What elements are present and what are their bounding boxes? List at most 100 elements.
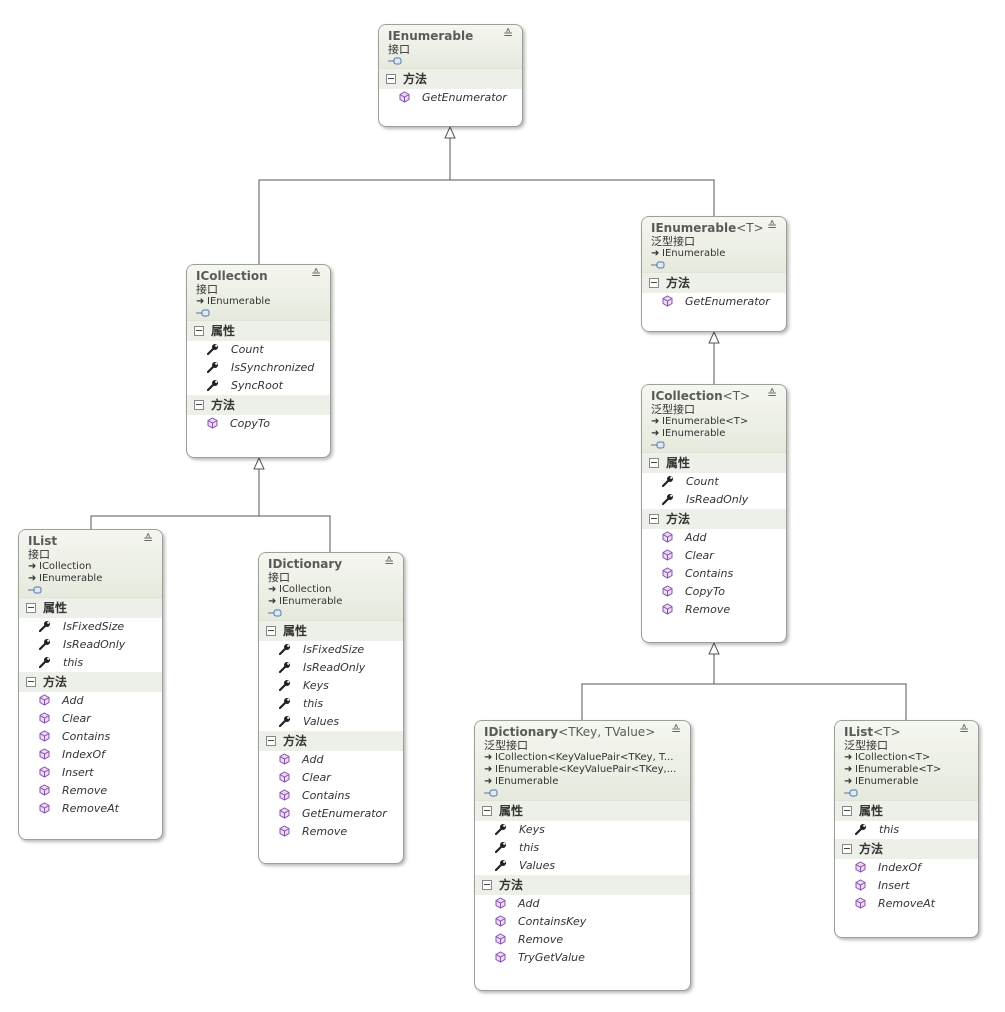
chevron-double-up-icon[interactable]: ≙ [766,219,777,233]
method-item[interactable]: Remove [642,601,786,619]
class-box-icollection-t[interactable]: ICollection<T>≙泛型接口➜IEnumerable<T>➜IEnum… [641,384,787,643]
property-item[interactable]: IsReadOnly [19,636,162,654]
method-item[interactable]: Insert [835,877,978,895]
class-box-idictionary-tkey-tvalue[interactable]: IDictionary<TKey, TValue>≙泛型接口➜ICollecti… [474,720,691,991]
method-item[interactable]: Insert [19,764,162,782]
property-item[interactable]: Keys [259,677,403,695]
method-item[interactable]: GetEnumerator [259,805,403,823]
arrow-right-icon: ➜ [196,296,205,307]
minus-box-icon[interactable] [26,603,36,613]
section-methods[interactable]: 方法 [379,69,522,89]
method-item[interactable]: Contains [19,728,162,746]
minus-box-icon[interactable] [649,514,659,524]
section-methods[interactable]: 方法 [187,395,330,415]
inherit-arrowhead [708,330,720,344]
section-methods[interactable]: 方法 [835,839,978,859]
minus-box-icon[interactable] [649,458,659,468]
stereotype-label: 泛型接口 [651,235,695,248]
minus-box-icon[interactable] [194,400,204,410]
minus-box-icon[interactable] [482,880,492,890]
cube-icon [495,951,506,963]
property-item[interactable]: SyncRoot [187,377,330,395]
section-properties[interactable]: 属性 [259,621,403,641]
method-item[interactable]: RemoveAt [835,895,978,913]
lollipop-icon [268,609,282,617]
chevron-double-up-icon[interactable]: ≙ [670,723,681,737]
class-title: ICollection<T> [651,389,751,403]
method-item[interactable]: Add [259,751,403,769]
section-methods[interactable]: 方法 [642,509,786,529]
method-item[interactable]: Clear [19,710,162,728]
method-item[interactable]: Contains [642,565,786,583]
method-item[interactable]: Remove [259,823,403,841]
chevron-double-up-icon[interactable]: ≙ [310,267,321,281]
chevron-double-up-icon[interactable]: ≙ [502,27,513,41]
method-item[interactable]: RemoveAt [19,800,162,818]
section-methods[interactable]: 方法 [19,672,162,692]
method-item[interactable]: CopyTo [187,415,330,433]
property-item[interactable]: this [19,654,162,672]
cube-icon [662,295,673,307]
section-methods[interactable]: 方法 [475,875,690,895]
property-item[interactable]: IsFixedSize [19,618,162,636]
method-item[interactable]: Remove [19,782,162,800]
method-item[interactable]: ContainsKey [475,913,690,931]
property-item[interactable]: IsReadOnly [259,659,403,677]
inherits-item: ➜IEnumerable [28,573,103,584]
section-properties[interactable]: 属性 [835,801,978,821]
property-item[interactable]: this [475,839,690,857]
method-item[interactable]: Add [19,692,162,710]
minus-box-icon[interactable] [482,806,492,816]
stereotype-label: 接口 [196,283,218,296]
section-properties[interactable]: 属性 [642,453,786,473]
section-methods[interactable]: 方法 [642,273,786,293]
method-item[interactable]: GetEnumerator [642,293,786,311]
section-properties[interactable]: 属性 [187,321,330,341]
chevron-double-up-icon[interactable]: ≙ [958,723,969,737]
method-item[interactable]: Clear [259,769,403,787]
section-properties[interactable]: 属性 [475,801,690,821]
class-box-ilist-t[interactable]: IList<T>≙泛型接口➜ICollection<T>➜IEnumerable… [834,720,979,938]
method-item[interactable]: IndexOf [835,859,978,877]
minus-box-icon[interactable] [842,806,852,816]
property-item[interactable]: this [259,695,403,713]
section-properties[interactable]: 属性 [19,598,162,618]
property-item[interactable]: IsReadOnly [642,491,786,509]
method-item[interactable]: Add [475,895,690,913]
minus-box-icon[interactable] [649,278,659,288]
method-item[interactable]: GetEnumerator [379,89,522,107]
property-item[interactable]: Values [259,713,403,731]
method-item[interactable]: Contains [259,787,403,805]
property-item[interactable]: Keys [475,821,690,839]
chevron-double-up-icon[interactable]: ≙ [766,387,777,401]
class-header: IEnumerable<T>≙泛型接口➜IEnumerable [642,217,786,273]
method-item[interactable]: IndexOf [19,746,162,764]
wrench-icon [278,716,290,728]
minus-box-icon[interactable] [842,844,852,854]
minus-box-icon[interactable] [266,626,276,636]
property-item[interactable]: IsSynchronized [187,359,330,377]
minus-box-icon[interactable] [26,677,36,687]
chevron-double-up-icon[interactable]: ≙ [383,555,394,569]
method-item[interactable]: Remove [475,931,690,949]
minus-box-icon[interactable] [266,736,276,746]
method-item[interactable]: CopyTo [642,583,786,601]
method-item[interactable]: Clear [642,547,786,565]
chevron-double-up-icon[interactable]: ≙ [142,532,153,546]
property-item[interactable]: this [835,821,978,839]
property-item[interactable]: Count [187,341,330,359]
property-item[interactable]: Count [642,473,786,491]
method-item[interactable]: Add [642,529,786,547]
minus-box-icon[interactable] [386,74,396,84]
property-item[interactable]: IsFixedSize [259,641,403,659]
minus-box-icon[interactable] [194,326,204,336]
property-item[interactable]: Values [475,857,690,875]
method-item[interactable]: TryGetValue [475,949,690,967]
section-methods[interactable]: 方法 [259,731,403,751]
